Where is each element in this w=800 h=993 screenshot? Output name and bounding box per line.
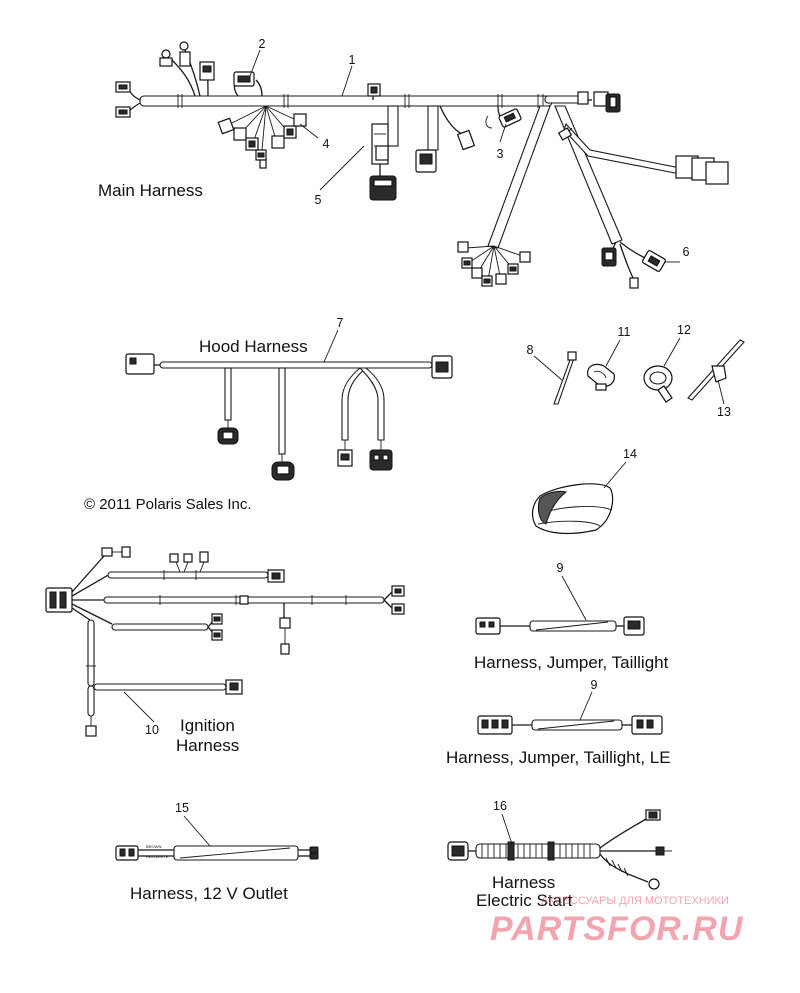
callout-10: 10 — [145, 723, 159, 737]
callout-12: 12 — [677, 323, 691, 337]
copyright-text: © 2011 Polaris Sales Inc. — [84, 496, 252, 513]
watermark-tagline: АКСЕССУАРЫ ДЛЯ МОТОТЕХНИКИ — [541, 895, 729, 907]
outlet-harness-drawing: BROWN RED/WHITE 15 Harness, 12 V Outlet — [115, 801, 319, 903]
sleeve-drawing: 14 — [531, 447, 637, 535]
callout-9-a: 9 — [557, 561, 564, 575]
callout-11: 11 — [618, 325, 631, 339]
callout-16: 16 — [493, 799, 507, 813]
ignition-harness-drawing: 10 Ignition Harness — [45, 546, 405, 755]
callout-13: 13 — [717, 405, 731, 419]
callout-4: 4 — [323, 137, 330, 151]
small-parts-drawing: 8 11 12 13 — [527, 323, 745, 419]
jumper-taillight-label: Harness, Jumper, Taillight — [474, 653, 669, 672]
electric-start-label-2: Electric Start — [476, 891, 573, 910]
callout-1: 1 — [349, 53, 356, 67]
callout-7: 7 — [337, 316, 344, 330]
outlet-harness-label: Harness, 12 V Outlet — [130, 884, 288, 903]
jumper-taillight-le-label: Harness, Jumper, Taillight, LE — [446, 748, 671, 767]
electric-start-label-1: Harness — [492, 873, 555, 892]
callout-14: 14 — [623, 447, 637, 461]
ignition-harness-label-1: Ignition — [180, 716, 235, 735]
wire-brown-label: BROWN — [146, 844, 161, 849]
callout-3: 3 — [497, 147, 504, 161]
watermark: АКСЕССУАРЫ ДЛЯ МОТОТЕХНИКИ PARTSFOR.RU — [490, 895, 744, 948]
callout-5: 5 — [315, 193, 322, 207]
callout-8: 8 — [527, 343, 534, 357]
jumper-taillight-le-drawing: 9 Harness, Jumper, Taillight, LE — [446, 678, 671, 767]
hood-harness-drawing: 7 Hood Harness — [125, 316, 453, 481]
callout-9-b: 9 — [591, 678, 598, 692]
jumper-taillight-drawing: 9 Harness, Jumper, Taillight — [474, 561, 669, 672]
callout-15: 15 — [175, 801, 189, 815]
ignition-harness-label-2: Harness — [176, 736, 239, 755]
watermark-logo: PARTSFOR.RU — [490, 910, 744, 948]
wire-redwhite-label: RED/WHITE — [146, 854, 169, 859]
callout-2: 2 — [259, 37, 266, 51]
hood-harness-label: Hood Harness — [199, 337, 308, 356]
callout-6: 6 — [683, 245, 690, 259]
main-harness-label: Main Harness — [98, 181, 203, 200]
main-harness-drawing: 1 2 3 4 5 6 Main Harness — [98, 37, 729, 289]
electric-start-drawing: 16 Harness Electric Start — [447, 799, 672, 910]
